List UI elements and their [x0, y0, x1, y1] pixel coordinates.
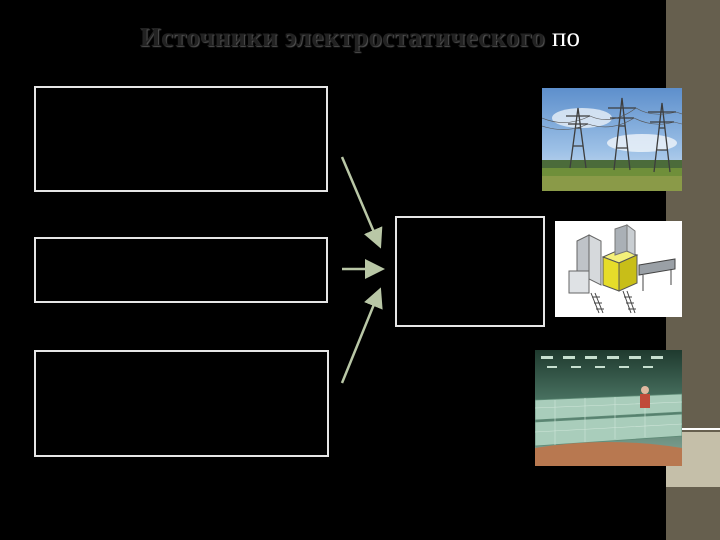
source-box-1	[34, 86, 328, 192]
factory-floor-image	[535, 350, 682, 466]
slide-title-tail: по	[551, 22, 581, 52]
side-divider	[666, 428, 720, 430]
power-line-towers-image	[542, 88, 682, 191]
industrial-machine-image	[555, 221, 682, 317]
arrow-1	[340, 156, 383, 249]
source-box-3	[34, 350, 329, 457]
target-box	[395, 216, 545, 327]
arrow-3	[340, 287, 383, 384]
slide-title: Источники электростатического по	[0, 22, 720, 53]
source-box-2	[34, 237, 328, 303]
slide-title-main: Источники электростатического	[139, 22, 545, 52]
